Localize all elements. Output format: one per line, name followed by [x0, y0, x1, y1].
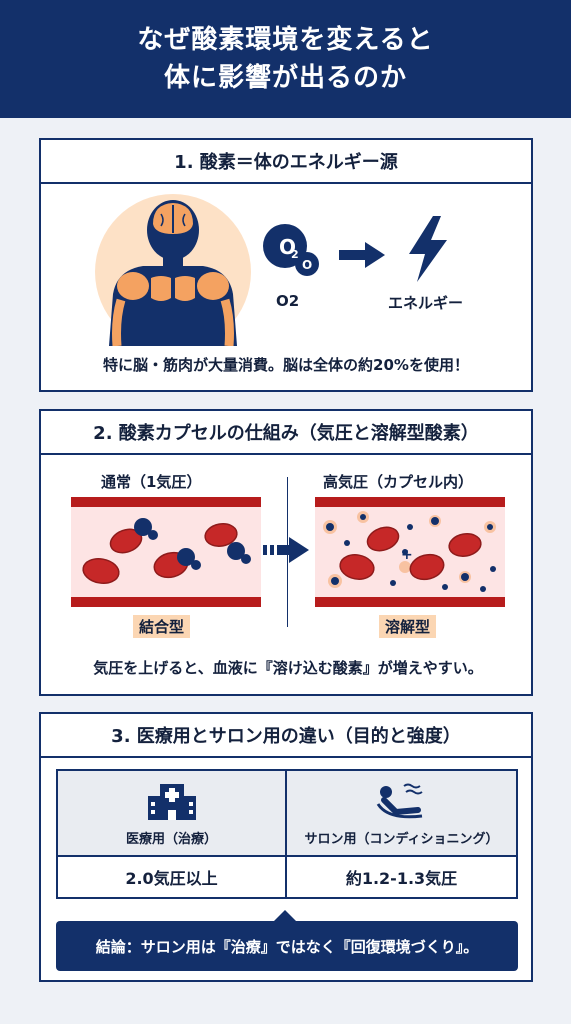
energy-label: エネルギー: [388, 294, 464, 312]
hospital-icon: [147, 783, 196, 820]
svg-text:2: 2: [291, 248, 299, 261]
lightning-bolt-icon: [409, 216, 447, 282]
o2-molecule-icon: O 2 O: [263, 224, 319, 276]
normal-blood-vessel: [71, 497, 261, 607]
section-medical-vs-salon: 3. 医療用とサロン用の違い（目的と強度） 医療用（治療） サロン: [39, 712, 533, 982]
section-oxygen-energy: 1. 酸素＝体のエネルギー源 O 2 O O2 エネルギー 特に脳・筋肉が大: [39, 138, 533, 392]
human-body-icon: [95, 194, 251, 346]
page-header: なぜ酸素環境を変えると 体に影響が出るのか: [0, 0, 571, 118]
svg-text:O: O: [279, 235, 296, 259]
medical-label: 医療用（治療）: [125, 831, 217, 847]
section1-caption: 特に脳・筋肉が大量消費。脳は全体の約20%を使用！: [103, 356, 469, 374]
salon-label: サロン用（コンディショニング）: [304, 831, 499, 847]
salon-header-cell: サロン用（コンディショニング）: [287, 771, 516, 857]
vessel-divider: [287, 477, 288, 627]
conclusion-banner: 結論：サロン用は『治療』ではなく『回復環境づくり』。: [56, 921, 518, 971]
section2-title: 2. 酸素カプセルの仕組み（気圧と溶解型酸素）: [41, 411, 531, 455]
dissolved-type-label: 溶解型: [379, 615, 437, 638]
reclining-person-icon: [376, 783, 423, 818]
arrow-right-icon: [339, 242, 385, 268]
medical-value-cell: 2.0気圧以上: [58, 857, 287, 897]
medical-value: 2.0気圧以上: [125, 869, 218, 888]
comparison-table: 医療用（治療） サロン用（コンディショニング） 2.0気圧以上 約1.2-1.3…: [56, 769, 518, 899]
svg-text:+: +: [401, 547, 413, 563]
high-pressure-label: 高気圧（カプセル内）: [323, 473, 474, 491]
section2-caption: 気圧を上げると、血液に『溶け込む酸素』が増えやすい。: [93, 659, 483, 677]
normal-pressure-label: 通常（1気圧）: [101, 473, 202, 491]
o2-label: O2: [276, 292, 300, 310]
section1-title: 1. 酸素＝体のエネルギー源: [41, 140, 531, 184]
conclusion-pointer: [273, 910, 297, 922]
transition-arrow-icon: [263, 537, 309, 563]
page-title-line1: なぜ酸素環境を変えると: [137, 25, 434, 55]
salon-value-cell: 約1.2-1.3気圧: [287, 857, 516, 897]
svg-text:O: O: [302, 258, 312, 272]
page-title-line2: 体に影響が出るのか: [163, 63, 407, 93]
bound-type-label: 結合型: [133, 615, 191, 638]
section-capsule-mechanism: 2. 酸素カプセルの仕組み（気圧と溶解型酸素） 通常（1気圧） 高気圧（カプセル…: [39, 409, 533, 696]
high-pressure-blood-vessel: +: [315, 497, 505, 607]
section3-title: 3. 医療用とサロン用の違い（目的と強度）: [41, 714, 531, 758]
salon-value: 約1.2-1.3気圧: [345, 869, 458, 888]
medical-header-cell: 医療用（治療）: [58, 771, 287, 857]
